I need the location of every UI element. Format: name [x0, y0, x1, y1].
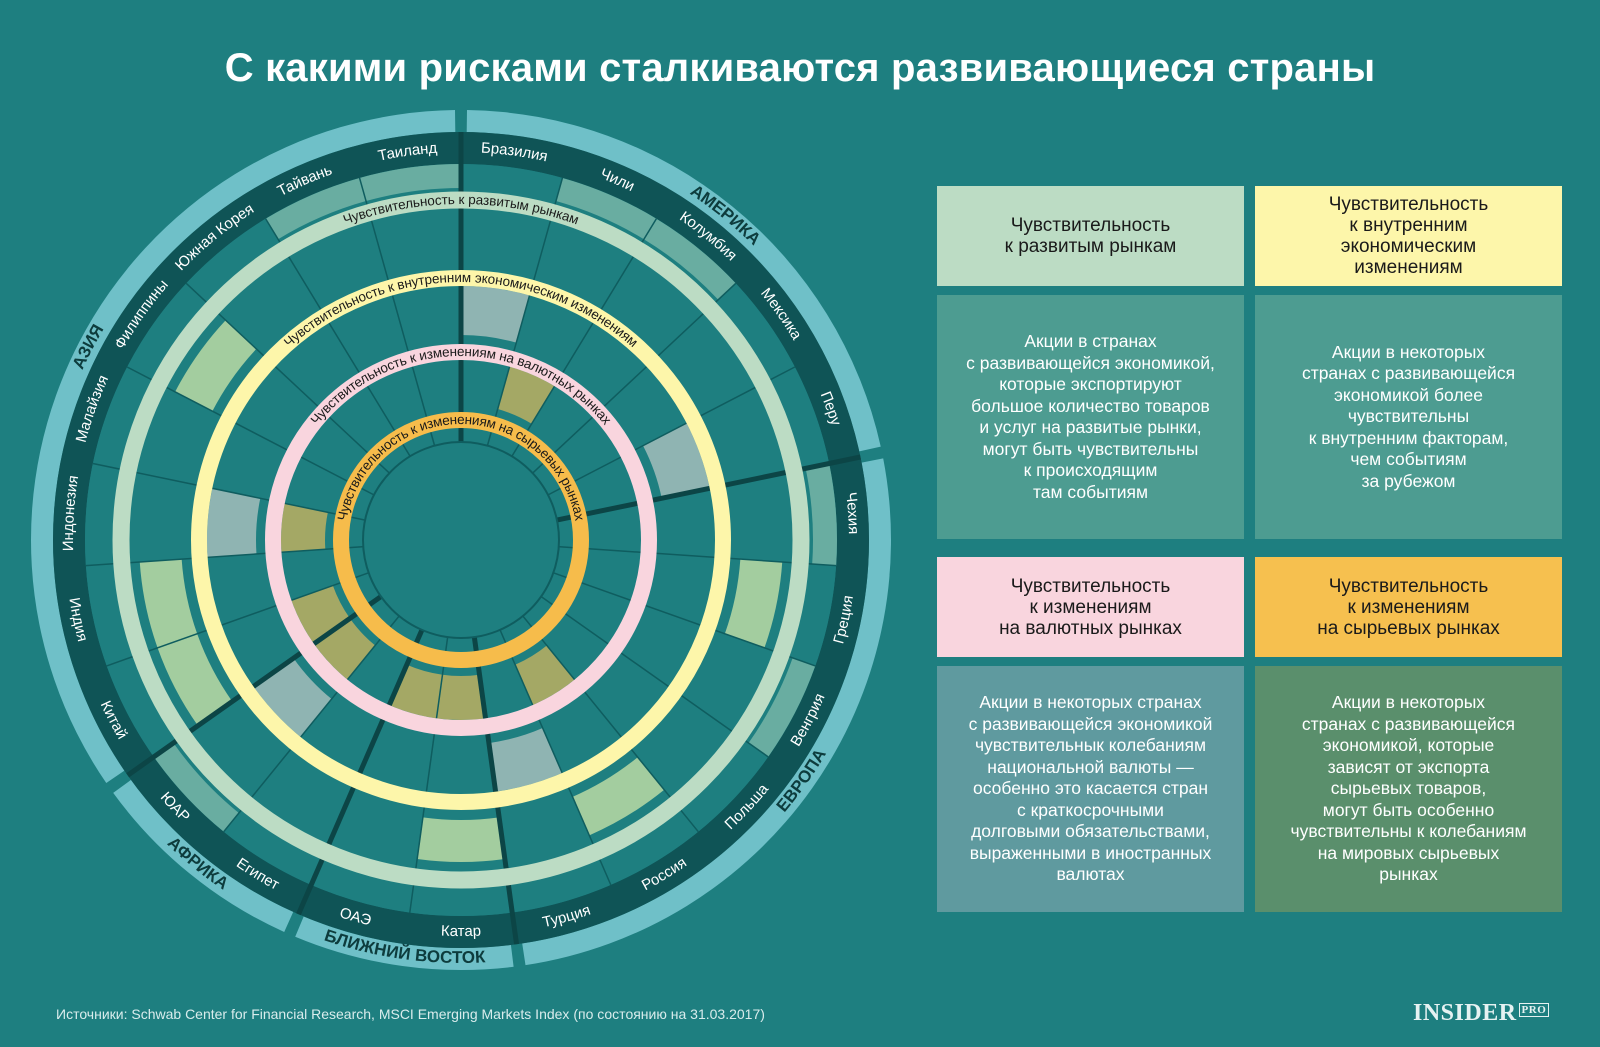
region-band-0 — [466, 110, 881, 452]
ring-2-cell-0 — [461, 286, 530, 343]
ring-1-cell-15 — [157, 633, 233, 726]
spoke-16 — [106, 568, 379, 667]
spoke-21 — [264, 218, 416, 466]
card-body-domestic: Акции в некоторых странах с развивающейс… — [1255, 295, 1562, 539]
ring-2-cell-4 — [643, 423, 710, 499]
ring-0-cell-21 — [265, 177, 367, 240]
region-band-2 — [295, 916, 514, 970]
region-divider-2 — [470, 626, 520, 945]
card-head-commodity: Чувствительность к изменениям на сырьевы… — [1255, 557, 1562, 657]
spoke-8 — [532, 590, 769, 758]
card-body-commodity: Акции в некоторых странах с развивающейс… — [1255, 666, 1562, 912]
ring-band-1 — [191, 270, 731, 810]
ring-3-cell-9 — [515, 645, 575, 706]
card-head-currency: Чувствительность к изменениям на валютны… — [937, 557, 1244, 657]
ring-2-cell-17 — [207, 488, 261, 558]
card-body-currency: Акции в некоторых странах с развивающейс… — [937, 666, 1244, 912]
ring-3-cell-17 — [281, 503, 328, 553]
center-hub — [362, 441, 560, 639]
country-label: Чехия — [842, 491, 862, 534]
spoke-2 — [506, 218, 658, 466]
card-body-developed: Акции в странах с развивающейся экономик… — [937, 295, 1244, 539]
ring-3-cell-15 — [291, 585, 350, 644]
ring-1-cell-16 — [139, 559, 198, 648]
ring-0-cell-1 — [555, 177, 657, 240]
page-title: С какими рисками сталкиваются развивающи… — [224, 46, 1376, 90]
ring-1-cell-19 — [175, 320, 257, 412]
ring-1-cell-6 — [724, 559, 783, 648]
spoke-17 — [85, 545, 374, 567]
ring-1-cell-11 — [417, 817, 505, 862]
ring-0-cell-2 — [643, 218, 736, 300]
spoke-18 — [92, 462, 375, 523]
ring-2-cell-14 — [253, 658, 332, 738]
spoke-14 — [223, 607, 407, 833]
ring-2-cell-10 — [488, 728, 563, 792]
spoke-10 — [495, 620, 612, 886]
spoke-12 — [409, 627, 450, 913]
card-head-developed: Чувствительность к развитым рынкам — [937, 186, 1244, 286]
spoke-1 — [484, 177, 564, 456]
spoke-9 — [515, 607, 699, 833]
ring-1-cell-9 — [572, 757, 665, 836]
region-divider-1 — [546, 454, 861, 525]
ring-0-cell-14 — [153, 742, 239, 832]
spoke-6 — [548, 545, 837, 567]
region-divider-3 — [296, 619, 429, 916]
spoke-22 — [358, 177, 438, 456]
ring-band-3 — [333, 412, 589, 668]
ring-3-cell-11 — [436, 674, 486, 721]
ring-0-cell-7 — [748, 657, 816, 757]
spoke-19 — [126, 366, 384, 501]
logo-sub: PRO — [1518, 1003, 1550, 1017]
ring-band-0 — [112, 191, 810, 889]
spoke-4 — [538, 366, 796, 501]
ring-band-2 — [265, 344, 657, 736]
region-band-4 — [31, 110, 456, 784]
region-band-3 — [113, 779, 294, 932]
ring-0-cell-22 — [359, 164, 461, 202]
source-note: Источники: Schwab Center for Financial R… — [56, 1006, 765, 1022]
ring-0-cell-5 — [805, 463, 837, 566]
spoke-3 — [524, 282, 737, 481]
logo-main: INSIDER — [1413, 1000, 1517, 1026]
spoke-20 — [185, 282, 398, 481]
country-label: Катар — [441, 922, 482, 940]
region-divider-4 — [126, 588, 391, 778]
card-head-domestic: Чувствительность к внутренним экономичес… — [1255, 186, 1562, 286]
spoke-7 — [543, 568, 816, 667]
